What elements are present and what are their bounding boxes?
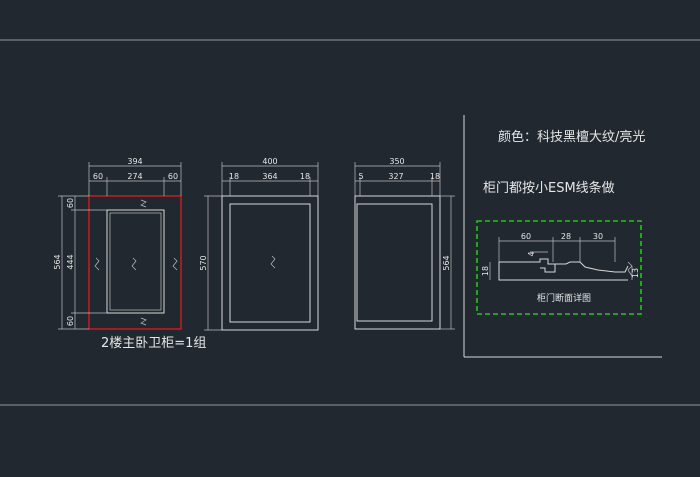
dim-a-total-height: 564 <box>53 254 62 269</box>
dim-a-total-width: 394 <box>127 157 142 166</box>
dim-c-total-width: 350 <box>389 157 404 166</box>
break-mark <box>131 257 137 271</box>
cabinet-c-inner <box>356 203 433 322</box>
dim-c-total-height: 564 <box>442 255 451 270</box>
dim-b-total-height: 570 <box>199 255 208 270</box>
dim-a-center: 444 <box>66 254 75 269</box>
dim-a-right: 60 <box>168 172 178 181</box>
dim-b-total-width: 400 <box>262 157 277 166</box>
break-mark <box>172 257 178 271</box>
break-mark <box>94 257 100 271</box>
dim-a-bottom: 60 <box>66 316 75 326</box>
cabinet-b-inner <box>229 203 311 323</box>
profile-curve <box>555 261 629 273</box>
dim-a-left: 60 <box>93 172 103 181</box>
profile-bottom <box>498 262 628 281</box>
cabinet-a-inner-panel <box>106 209 165 314</box>
dim-a-top: 60 <box>66 198 75 208</box>
door-note: 柜门都按小ESM线条做 <box>483 180 615 196</box>
dim-a-middle: 274 <box>127 172 142 181</box>
cabinet-c-outline <box>354 195 441 330</box>
dim-c-left: 5 <box>358 172 363 181</box>
cabinet-b-outline <box>221 195 319 331</box>
dim-c-right: 18 <box>430 172 440 181</box>
detail-caption: 柜门断面详图 <box>537 292 591 304</box>
profile-step <box>499 258 556 273</box>
dim-b-right: 18 <box>300 172 310 181</box>
detail-dim-60: 60 <box>521 232 531 241</box>
dim-b-middle: 364 <box>262 172 277 181</box>
break-mark <box>140 317 147 326</box>
dim-b-left: 18 <box>229 172 239 181</box>
detail-border <box>476 220 642 315</box>
color-note: 颜色：科技黑檀大纹/亮光 <box>498 129 645 145</box>
detail-dim-18: 18 <box>481 266 490 276</box>
dim-c-middle: 327 <box>388 172 403 181</box>
door-section-detail: 60 28 30 4 18 13 柜门断面详图 <box>476 220 642 315</box>
break-mark <box>270 255 276 269</box>
cabinet-c: 350 5 327 18 564 <box>354 157 455 330</box>
break-mark <box>627 261 633 277</box>
cabinet-b: 400 18 364 18 570 <box>199 157 319 331</box>
cabinet-a: 394 60 274 60 564 60 444 60 <box>53 157 182 330</box>
cabinet-a-inner-panel-2 <box>109 212 162 311</box>
break-mark <box>140 199 147 208</box>
detail-dim-28: 28 <box>561 232 571 241</box>
detail-dim-13: 13 <box>631 268 640 278</box>
drawing-title: 2楼主卧卫柜=1组 <box>101 336 206 351</box>
detail-dim-4: 4 <box>527 251 536 256</box>
detail-dim-30: 30 <box>593 232 603 241</box>
cabinet-a-outline <box>88 195 182 330</box>
